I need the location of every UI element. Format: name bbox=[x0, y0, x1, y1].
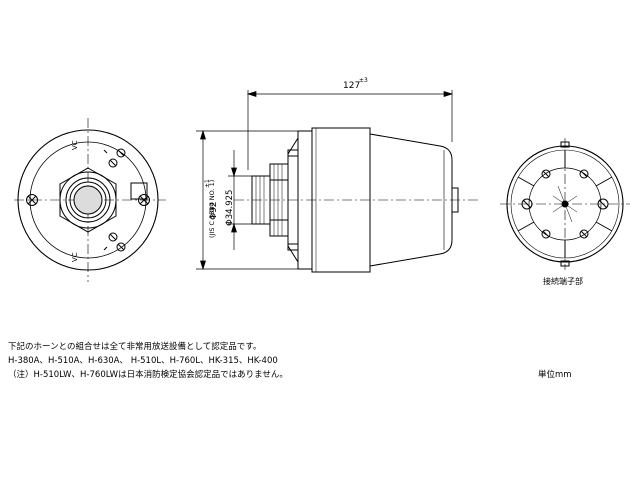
side-view bbox=[234, 127, 480, 273]
terminal-view bbox=[500, 138, 630, 270]
length-tolerance: ±3 bbox=[359, 77, 368, 84]
thread-diameter: Φ34.925 bbox=[225, 190, 235, 226]
length-value: 127 bbox=[343, 81, 360, 91]
vc-bottom-label: VC bbox=[71, 252, 79, 262]
note-line-2: H-380A、H-510A、H-630A、 H-510L、H-760L、HK-3… bbox=[8, 356, 278, 366]
technical-drawing: VC VC bbox=[14, 77, 630, 286]
thread-standard: (JIS C 5504 NO. 1) bbox=[208, 180, 216, 238]
diameter-value: Φ92 bbox=[209, 201, 219, 220]
notes-block: 下記のホーンとの組合せは全て非常用放送設備として認定品です。 H-380A、H-… bbox=[8, 340, 288, 382]
length-dimension bbox=[246, 90, 454, 170]
diameter-dimension bbox=[196, 129, 298, 271]
diameter-tolerance: ±1 bbox=[204, 179, 211, 188]
terminal-caption: 接続端子部 bbox=[543, 276, 583, 286]
vc-top-label: VC bbox=[71, 140, 79, 150]
note-line-1: 下記のホーンとの組合せは全て非常用放送設備として認定品です。 bbox=[8, 342, 262, 352]
front-view bbox=[14, 118, 166, 282]
note-line-3: （注）H-510LW、H-760LWは日本消防検定協会認定品ではありません。 bbox=[8, 370, 288, 380]
unit-label: 単位mm bbox=[538, 370, 572, 380]
